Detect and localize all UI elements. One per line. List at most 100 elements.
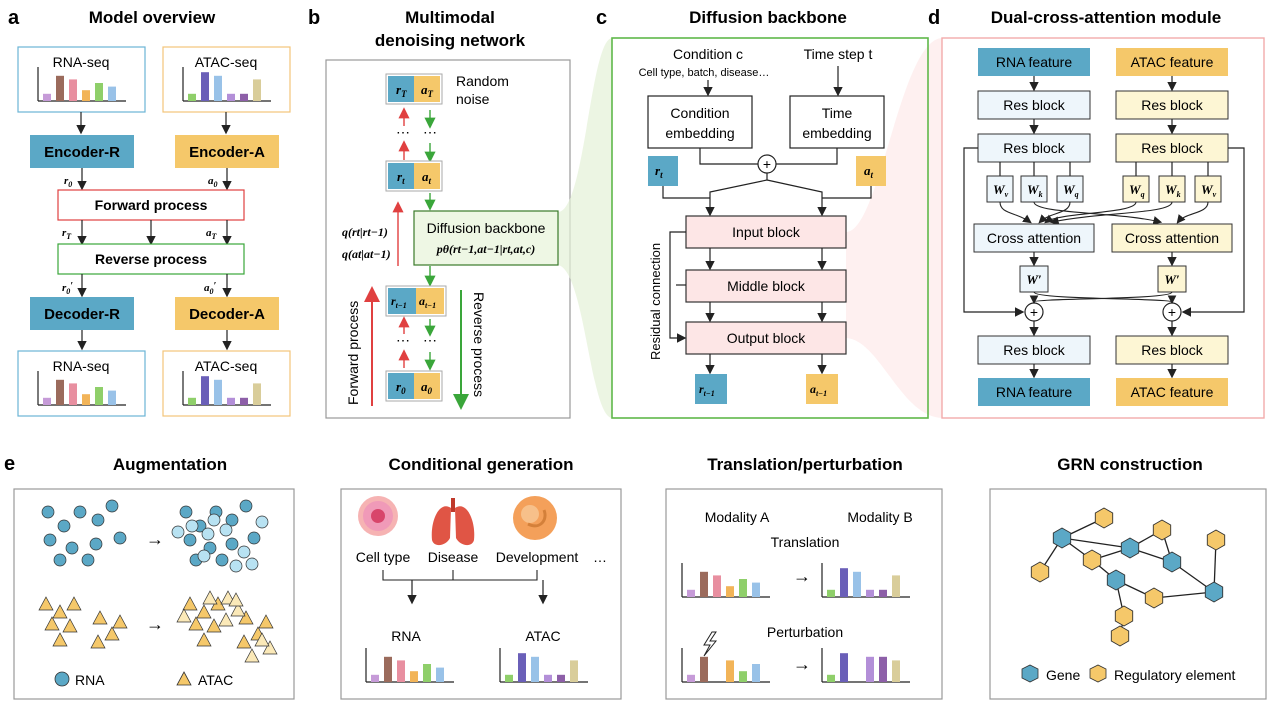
rna-seq-output-bar: [69, 383, 77, 405]
rna-legend-icon: [54, 671, 70, 687]
atac-feature-bottom: [1116, 378, 1228, 406]
grn-edge: [1061, 537, 1131, 549]
panel-letter-a: a: [8, 7, 20, 29]
atac-gen-bar: [518, 653, 526, 682]
svg-text:rt−1: rt−1: [699, 382, 715, 398]
svg-text:W′: W′: [1026, 272, 1042, 287]
rna-cell-dot: [229, 559, 243, 573]
title-denoising-network: denoising network: [375, 31, 526, 50]
ellipsis-b1: ⋯: [396, 124, 410, 140]
gene-legend-icon: [1021, 664, 1039, 683]
svg-text:ATAC feature: ATAC feature: [1131, 384, 1214, 400]
atac-legend-icon: [176, 671, 192, 686]
atac-cell-triangle: [176, 608, 192, 623]
atac-cell-triangle: [52, 604, 68, 619]
regulatory-legend-label: Regulatory element: [1114, 667, 1236, 683]
gene-node: [1052, 527, 1072, 549]
atac-cell-triangle: [66, 596, 82, 611]
forward-process-box: [57, 189, 245, 221]
atac-gen-bar: [544, 674, 552, 682]
encoder-r-box: [30, 135, 134, 168]
atac-cell-triangle: [90, 634, 106, 649]
title-conditional-generation: Conditional generation: [388, 455, 573, 474]
at-tile-c: [856, 156, 886, 186]
gene-node: [1106, 569, 1126, 591]
w-prime-r: [1019, 265, 1049, 293]
title-grn-construction: GRN construction: [1057, 455, 1202, 474]
svg-text:at: at: [422, 169, 432, 186]
atac-cell-triangle: [244, 648, 260, 663]
condition-desc: Cell type, batch, disease…: [639, 67, 770, 79]
random-noise-label-1: Random: [456, 73, 509, 89]
q-a-formula: q(at|at−1): [342, 247, 391, 261]
svg-text:rt−1: rt−1: [391, 294, 407, 310]
atac-seq-input-bar: [227, 93, 235, 101]
translation-b-bar: [840, 568, 848, 597]
panel-a: RNA-seq ATAC-seq Encoder-R Encoder-A r0 …: [17, 46, 291, 417]
regulatory-element-node: [1152, 519, 1172, 541]
translation-b-bar: [827, 589, 835, 597]
atac-cell-triangle: [52, 632, 68, 647]
svg-text:r0: r0: [396, 379, 406, 396]
time-step-label: Time step t: [804, 46, 873, 62]
gene-node: [1204, 581, 1224, 603]
translation-bars-a: [681, 563, 770, 598]
rna-seq-input-bar: [82, 90, 90, 101]
svg-text:r0: r0: [64, 175, 72, 189]
w-matrix-box: [1020, 175, 1048, 203]
translation-a-bar: [700, 571, 708, 597]
atac-gen-bar: [570, 660, 578, 682]
rna-cell-dot: [197, 549, 211, 563]
svg-text:at−1: at−1: [419, 294, 436, 310]
atac-cell-triangle: [196, 632, 212, 647]
rna-gen-bar: [384, 656, 392, 682]
condition-label: Condition c: [673, 46, 743, 62]
perturbation-b-bar: [892, 660, 900, 682]
atac-seq-output-bar: [240, 397, 248, 405]
res-block-r1: [977, 90, 1091, 120]
rna-cell-dot: [239, 499, 253, 513]
condition-embedding-label-1: Condition: [670, 105, 729, 121]
attention-funnel: [846, 38, 942, 418]
rna-cell-dot: [89, 537, 103, 551]
ellipsis-b4: ⋯: [423, 332, 437, 348]
svg-text:ATAC feature: ATAC feature: [1131, 54, 1214, 70]
encoder-r-label: Encoder-R: [44, 144, 120, 161]
translation-a-bar: [687, 589, 695, 597]
aug-arrow-1: →: [146, 529, 164, 549]
w-matrix-box: [1056, 175, 1084, 203]
svg-text:Res block: Res block: [1003, 140, 1065, 156]
regulatory-legend-icon: [1089, 664, 1107, 683]
rna-seq-input-bar: [95, 83, 103, 101]
atac-gen-bar: [557, 674, 565, 682]
res-block-r2: [977, 133, 1091, 163]
backbone-funnel: [558, 38, 612, 418]
svg-text:Res block: Res block: [1003, 342, 1065, 358]
atac-seq-output-bar: [188, 397, 196, 405]
rna-cell-dot: [81, 553, 95, 567]
title-model-overview: Model overview: [89, 8, 216, 27]
svg-text:Input block: Input block: [732, 224, 801, 240]
regulatory-element-node: [1144, 587, 1164, 609]
lung-icon: [431, 498, 475, 546]
perturbation-a-bar: [700, 656, 708, 682]
gene-node: [1162, 551, 1182, 573]
gene-legend-label: Gene: [1046, 667, 1080, 683]
regulatory-element-node: [1114, 605, 1134, 627]
atac-gen-label: ATAC: [525, 628, 560, 644]
reverse-process-vertical: Reverse process: [471, 292, 487, 397]
r0-label: r: [64, 175, 69, 187]
atac-cell-triangle: [196, 604, 212, 619]
svg-text:Cross attention: Cross attention: [987, 230, 1081, 246]
panel-b: rT aT Random noise ⋯ ⋯ rt at Diffusion b…: [325, 38, 612, 419]
rna-cell-dot: [185, 519, 199, 533]
perturbation-a-bar: [752, 664, 760, 682]
atac-cell-triangle: [228, 592, 244, 607]
perturbation-arrow: →: [793, 654, 811, 674]
rna-cell-dot: [43, 533, 57, 547]
svg-text:Output block: Output block: [727, 330, 807, 346]
rna-cell-dot: [183, 533, 197, 547]
atac-cell-triangle: [44, 616, 60, 631]
conditional-generation-panel: Cell type Disease Development … RNA ATAC: [340, 488, 622, 700]
